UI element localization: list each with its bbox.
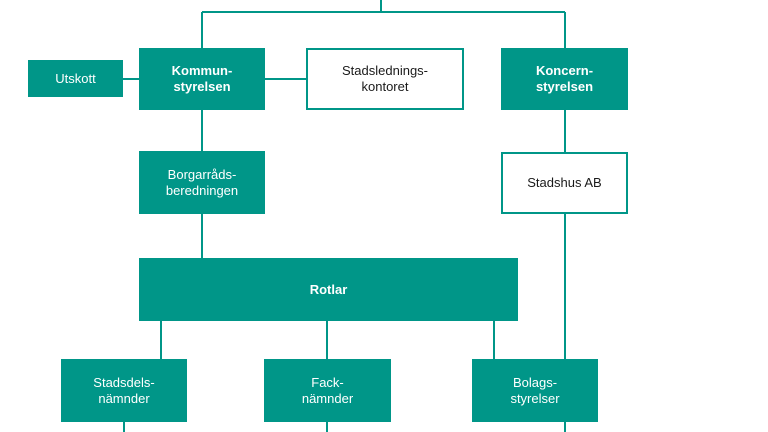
node-koncernstyrelsen: Koncern- styrelsen [501, 48, 628, 110]
node-bolagsstyrelser-line2: styrelser [510, 390, 560, 406]
node-stadsledningskontoret-line1: Stadslednings- [342, 63, 428, 78]
node-koncernstyrelsen-line2: styrelsen [535, 79, 594, 94]
node-kommunstyrelsen-line2: styrelsen [173, 79, 231, 94]
node-utskott: Utskott [28, 60, 123, 97]
node-rotlar: Rotlar [139, 258, 518, 321]
node-bolagsstyrelser-line1: Bolags- [512, 374, 558, 390]
node-borgarradsberedningen-line1: Borgarråds- [167, 166, 237, 182]
node-borgarradsberedningen: Borgarråds- beredningen [139, 151, 265, 214]
node-koncernstyrelsen-line1: Koncern- [535, 63, 594, 78]
node-stadsledningskontoret-line2: kontoret [361, 79, 409, 94]
node-facknamnder-line2: nämnder [301, 390, 354, 406]
node-utskott-label: Utskott [55, 70, 96, 86]
node-stadshus-ab-label: Stadshus AB [527, 175, 602, 190]
node-rotlar-label: Rotlar [309, 281, 348, 297]
node-borgarradsberedningen-line2: beredningen [165, 182, 239, 198]
node-facknamnder: Fack- nämnder [264, 359, 391, 422]
node-stadsledningskontoret: Stadslednings- kontoret [306, 48, 464, 110]
node-kommunstyrelsen: Kommun- styrelsen [139, 48, 265, 110]
node-stadshus-ab: Stadshus AB [501, 152, 628, 214]
node-facknamnder-line1: Fack- [311, 374, 344, 390]
node-kommunstyrelsen-line1: Kommun- [171, 63, 233, 78]
node-bolagsstyrelser: Bolags- styrelser [472, 359, 598, 422]
node-stadsdelsnamnder-line2: nämnder [98, 390, 150, 406]
node-stadsdelsnamnder: Stadsdels- nämnder [61, 359, 187, 422]
node-stadsdelsnamnder-line1: Stadsdels- [93, 374, 155, 390]
